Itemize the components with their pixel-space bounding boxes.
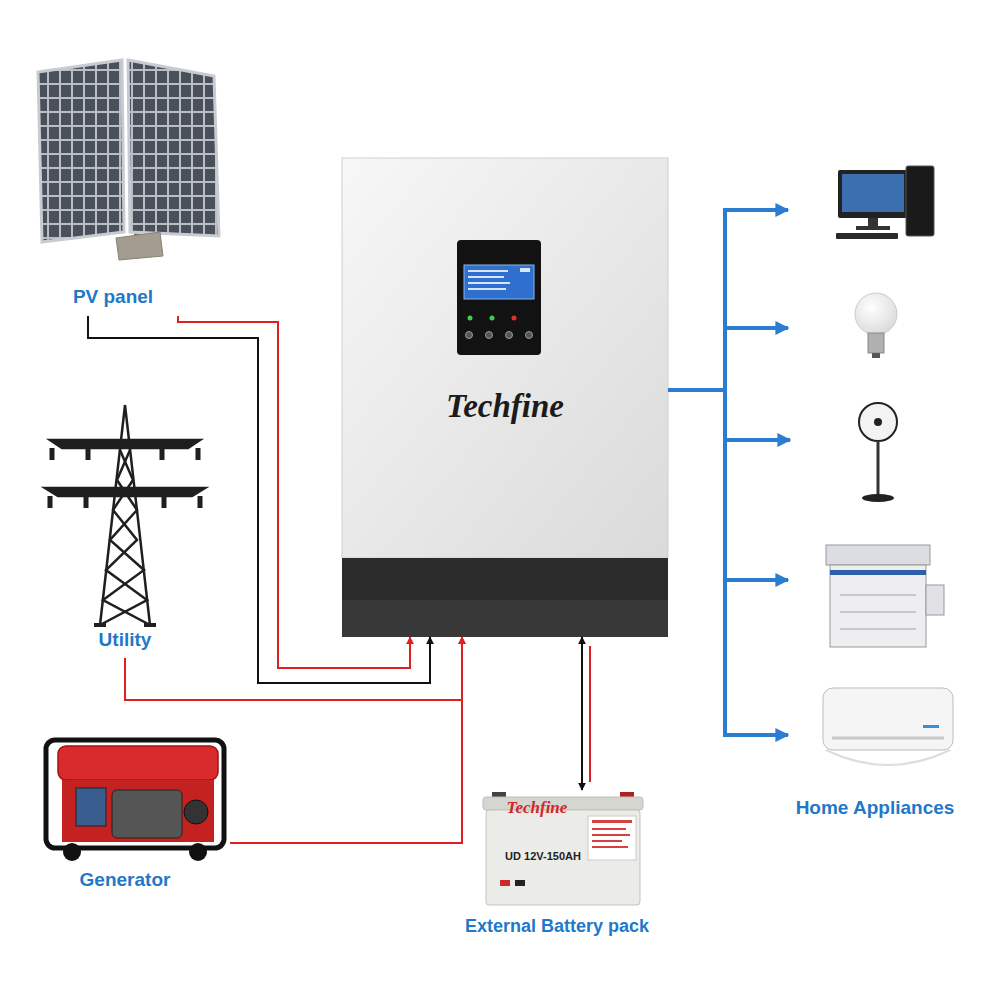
button <box>486 332 493 339</box>
solar-panel <box>128 60 219 236</box>
warning-mark <box>500 880 510 886</box>
battery-illustration <box>483 792 643 905</box>
status-led <box>468 316 473 321</box>
utility-node: Utility <box>40 400 210 658</box>
lcd-panel <box>457 240 541 355</box>
bulb-tip <box>872 353 880 358</box>
lcd-segments <box>468 268 530 290</box>
solar-panel-illustration <box>38 60 219 260</box>
sticker-lines <box>592 820 632 848</box>
insulator <box>52 448 198 460</box>
pv-positive-wire <box>178 316 410 668</box>
pylon-leg <box>100 405 150 625</box>
monitor-stand <box>868 218 878 226</box>
pv-panel-node: PV panel <box>30 58 225 316</box>
inverter-case <box>342 158 668 558</box>
generator-frame <box>46 740 224 848</box>
monitor-stand <box>856 226 890 230</box>
warning-mark <box>515 880 525 886</box>
component-label: Utility <box>99 629 152 652</box>
component-label: Home Appliances <box>796 797 955 820</box>
ac-light <box>923 725 939 728</box>
component-label: PV panel <box>73 286 153 309</box>
bus-trunk <box>723 208 727 737</box>
battery-body <box>486 810 640 905</box>
fan-hub <box>874 418 882 426</box>
utility-wire <box>125 637 462 700</box>
copier-drawers <box>840 595 916 629</box>
pc-tower <box>906 166 934 236</box>
battery-node: Techfine UD 12V-150AH External Battery pac… <box>440 790 675 940</box>
control-panel <box>76 788 106 826</box>
copier-stripe <box>830 570 926 575</box>
inverter-node: Techfine <box>342 158 668 637</box>
battery-sticker <box>588 816 636 860</box>
generator-wire <box>230 637 462 843</box>
inverter-base <box>342 558 668 637</box>
battery-rating: UD 12V-150AH <box>505 850 581 863</box>
pv-negative-wire <box>88 316 430 683</box>
fan-icon <box>859 403 897 502</box>
brand-logo: Techfine <box>446 387 564 427</box>
fan-base <box>862 494 894 502</box>
pylon-bracing <box>100 450 147 625</box>
wheel <box>189 843 207 861</box>
keyboard <box>836 233 898 239</box>
solar-panel <box>38 60 124 242</box>
monitor <box>838 170 908 218</box>
air-conditioner-icon <box>823 688 953 765</box>
bus-branch <box>725 578 788 582</box>
lcd-screen <box>464 265 534 299</box>
output-wire <box>668 390 790 440</box>
bulb-base <box>868 333 884 353</box>
insulator <box>50 496 200 508</box>
copier-body <box>830 565 926 647</box>
generator-body <box>62 780 214 842</box>
generator-illustration <box>46 740 224 861</box>
appliance-bus <box>725 208 788 737</box>
button <box>466 332 473 339</box>
wheel <box>63 843 81 861</box>
status-led <box>512 316 517 321</box>
bus-branch <box>725 326 788 330</box>
bulb-icon <box>855 293 897 358</box>
pylon-illustration <box>45 405 205 625</box>
button <box>506 332 513 339</box>
battery-red-wire <box>589 646 591 782</box>
ac-body <box>823 688 953 750</box>
inverter-base-front <box>342 600 668 637</box>
bus-branch <box>725 208 788 212</box>
generator-node: Generator <box>35 732 230 895</box>
panel-base <box>116 232 163 260</box>
copier-icon <box>826 545 944 647</box>
copier-top <box>826 545 930 565</box>
fan-guard <box>859 403 897 441</box>
bulb-glass <box>855 293 897 335</box>
pylon-foot <box>94 623 156 627</box>
ac-vent <box>832 737 944 740</box>
component-label: External Battery pack <box>465 916 649 938</box>
battery-wire <box>581 637 583 790</box>
button <box>526 332 533 339</box>
ac-flap <box>826 750 950 765</box>
engine-part <box>184 800 208 824</box>
status-led <box>490 316 495 321</box>
component-label: Generator <box>80 869 171 892</box>
pylon-arm <box>45 488 205 496</box>
bus-branch <box>725 733 788 737</box>
monitor-screen <box>842 174 904 212</box>
engine <box>112 790 182 838</box>
pylon-arm <box>50 440 200 448</box>
inverter-illustration <box>342 158 668 637</box>
pylon-bracing <box>103 450 150 625</box>
appliances-node: Home Appliances <box>790 160 990 830</box>
computer-icon <box>836 166 934 239</box>
battery-brand: Techfine <box>507 798 568 818</box>
fan-pole <box>877 441 880 495</box>
fuel-tank <box>58 746 218 780</box>
copier-tray <box>926 585 944 615</box>
